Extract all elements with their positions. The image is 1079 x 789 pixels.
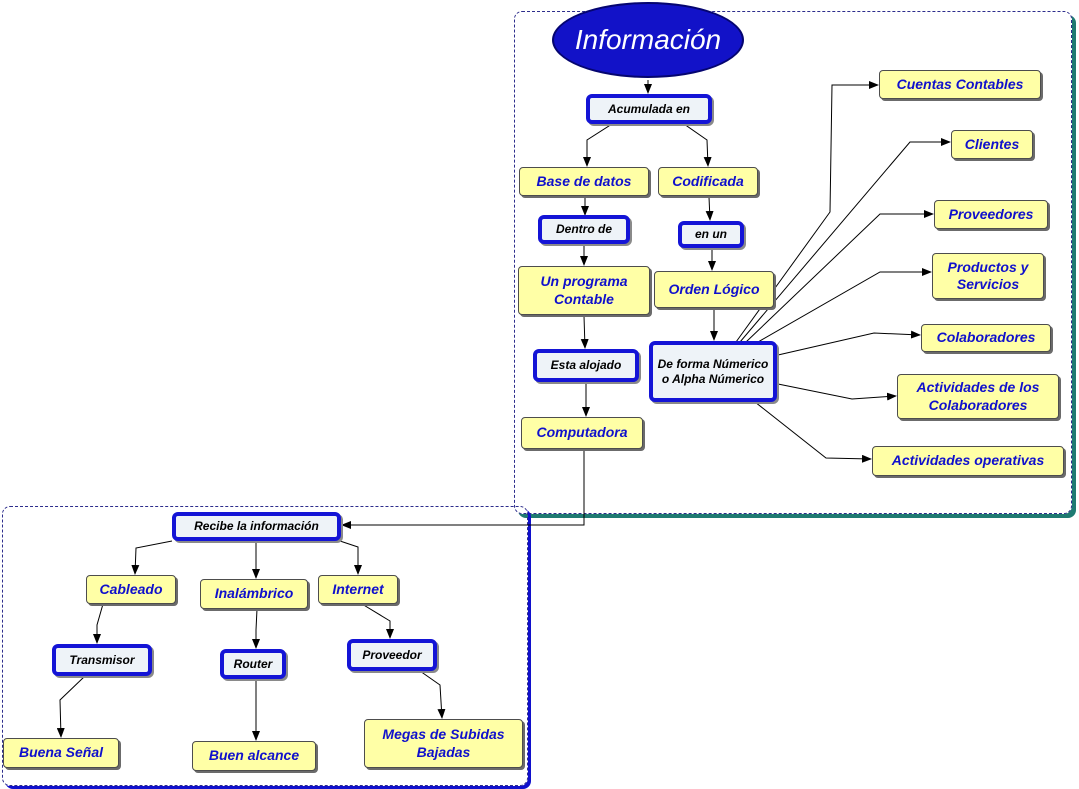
edge-codificada-enun	[705, 196, 714, 221]
buena-senal-node: Buena Señal	[3, 738, 119, 768]
inalambrico-node: Inalámbrico	[200, 579, 308, 609]
edge-forma-colaboradores	[777, 330, 921, 356]
dentro-de-node: Dentro de	[538, 215, 630, 244]
edge-proveedor-megas	[419, 670, 446, 719]
orden-logico-node: Orden Lógico	[654, 271, 774, 308]
edge-forma-operativas	[754, 401, 872, 463]
category-cuentas-contables: Cuentas Contables	[879, 70, 1041, 99]
acumulada-en-node: Acumulada en	[586, 94, 712, 124]
edge-cableado-transmisor	[93, 603, 104, 644]
internet-node: Internet	[318, 575, 398, 604]
router-node: Router	[220, 649, 286, 679]
category-clientes: Clientes	[951, 130, 1033, 159]
buen-alcance-node: Buen alcance	[192, 741, 316, 771]
megas-node: Megas de Subidas Bajadas	[364, 719, 523, 768]
edge-acumulada-base	[583, 123, 613, 167]
edge-acumulada-codificada	[683, 123, 712, 167]
edge-forma-clientes	[739, 138, 951, 343]
bottom-group-frame	[2, 506, 528, 786]
programa-contable-node: Un programa Contable	[518, 266, 650, 315]
edge-inalambrico-router	[252, 608, 260, 649]
category-productos-servicios: Productos y Servicios	[932, 253, 1044, 299]
esta-alojado-node: Esta alojado	[533, 349, 639, 382]
transmisor-node: Transmisor	[52, 644, 152, 676]
proveedor-node: Proveedor	[347, 639, 437, 671]
base-de-datos-node: Base de datos	[519, 167, 649, 196]
edge-forma-cuentas	[735, 81, 879, 343]
edge-internet-proveedor	[361, 603, 394, 639]
edge-transmisor-senal	[56, 675, 86, 738]
top-group-frame	[514, 11, 1072, 514]
edge-programa-alojado	[580, 315, 589, 349]
edge-recibe-internet	[339, 540, 362, 575]
category-proveedores: Proveedores	[934, 200, 1048, 229]
category-colaboradores: Colaboradores	[921, 324, 1051, 352]
informacion-title-node: Información	[552, 2, 744, 78]
category-actividades-operativas: Actividades operativas	[872, 446, 1064, 476]
codificada-node: Codificada	[658, 167, 758, 196]
recibe-informacion-node: Recibe la información	[172, 512, 341, 541]
edge-forma-proveedores	[745, 210, 934, 343]
edge-forma-productos	[757, 268, 932, 343]
edge-forma-actividades	[777, 383, 897, 401]
cableado-node: Cableado	[86, 575, 176, 604]
edge-recibe-cableado	[131, 540, 173, 575]
de-forma-node: De forma Númerico o Alpha Númerico	[649, 341, 777, 402]
computadora-node: Computadora	[521, 417, 643, 449]
category-actividades-colaboradores: Actividades de los Colaboradores	[897, 374, 1059, 419]
edge-computadora-recibe	[341, 451, 585, 529]
en-un-node: en un	[678, 221, 744, 248]
